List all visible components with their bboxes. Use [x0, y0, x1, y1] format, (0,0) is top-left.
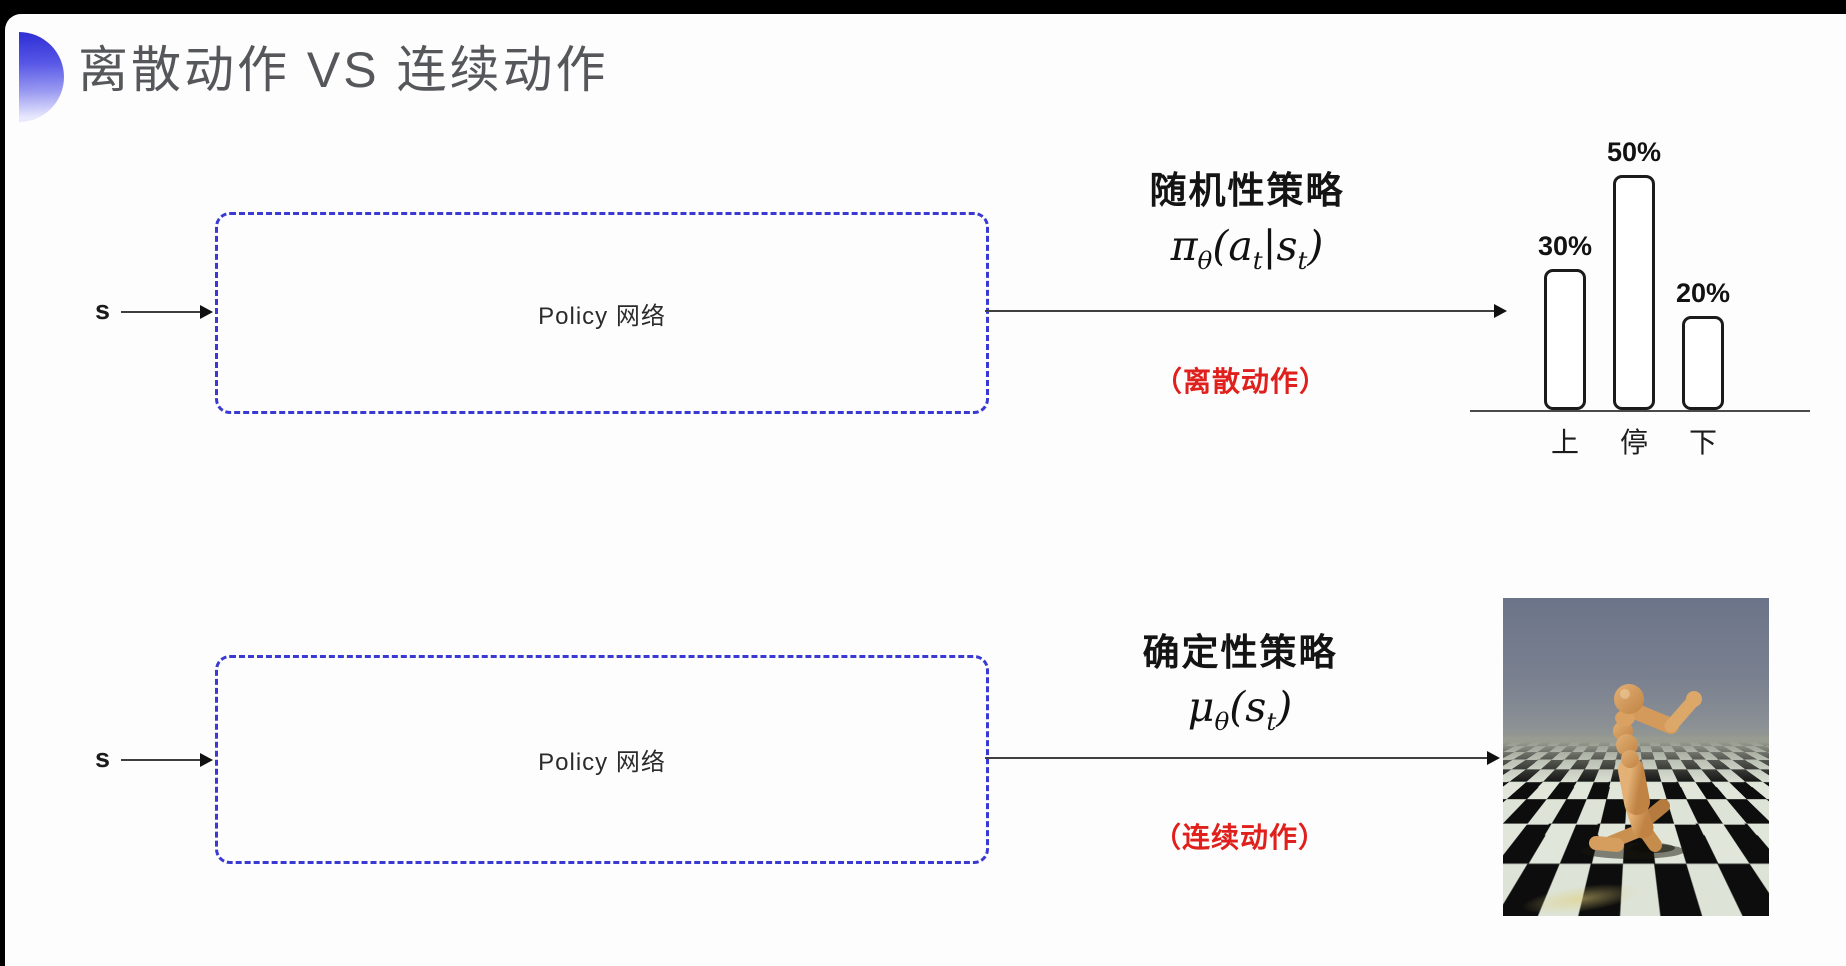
policy-network-box-bottom: Policy 网络 — [215, 655, 989, 864]
arrow-head-icon — [1494, 304, 1507, 318]
arrow-line — [985, 757, 1489, 759]
arrow-head-icon — [200, 305, 213, 319]
deterministic-policy-formula: μθ(st) — [1187, 683, 1293, 737]
bar-category-label: 上 — [1550, 427, 1579, 458]
bar-下 — [1682, 316, 1724, 410]
policy-network-label-top: Policy 网络 — [538, 302, 666, 330]
policy-type-label-bottom: 确定性策略 — [1142, 632, 1338, 673]
bar-category-label: 下 — [1688, 427, 1717, 458]
bar-上 — [1544, 269, 1586, 410]
output-arrow-bottom — [985, 750, 1500, 766]
policy-network-box-top: Policy 网络 — [215, 212, 989, 414]
policy-type-label-top: 随机性策略 — [1149, 170, 1345, 211]
stochastic-policy-formula: πθ(at|st) — [1170, 222, 1324, 276]
input-arrow-bottom — [121, 752, 213, 768]
state-input-label-top: s — [95, 295, 111, 325]
policy-network-label-bottom: Policy 网络 — [538, 749, 666, 776]
output-arrow-top — [985, 303, 1507, 319]
action-probability-bar-chart: 30% 上 50% 停 20% 下 — [1470, 105, 1830, 470]
bar-value-label: 50% — [1606, 137, 1662, 167]
arrow-head-icon — [200, 753, 213, 767]
chart-baseline — [1470, 410, 1810, 412]
state-input-label-bottom: s — [95, 743, 111, 773]
arrow-line — [121, 311, 202, 313]
arrow-line — [985, 310, 1496, 312]
discrete-action-note: （离散动作） — [1153, 366, 1328, 397]
input-arrow-top — [121, 304, 213, 320]
bar-停 — [1613, 175, 1655, 410]
humanoid-robot-figure — [1581, 684, 1702, 859]
page-title: 离散动作 VS 连续动作 — [78, 42, 609, 98]
arrow-line — [121, 759, 202, 761]
bar-value-label: 30% — [1537, 231, 1593, 261]
arrow-head-icon — [1487, 751, 1500, 765]
continuous-action-note: （连续动作） — [1152, 822, 1327, 853]
bar-value-label: 20% — [1675, 278, 1731, 308]
humanoid-simulation-image — [1503, 598, 1769, 916]
bar-category-label: 停 — [1619, 427, 1648, 458]
